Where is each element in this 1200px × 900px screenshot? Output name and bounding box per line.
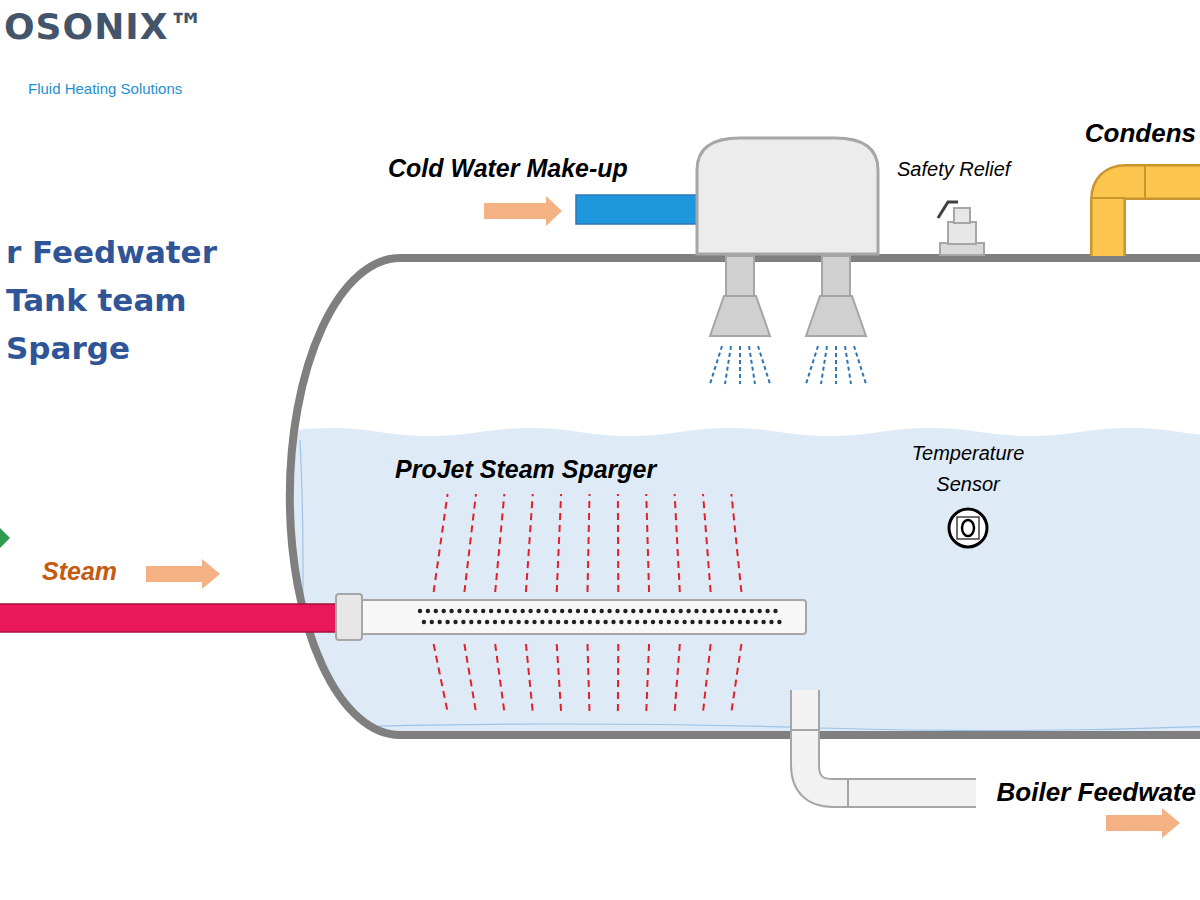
tank-shell	[290, 258, 1200, 735]
spray-nozzles	[710, 256, 866, 336]
water-body	[280, 428, 1200, 760]
sparger-holes	[418, 609, 782, 624]
callout-label: Condens	[1085, 118, 1196, 149]
condensate-pipe	[1108, 182, 1200, 256]
pipe-joint	[790, 730, 848, 808]
cold-water-pipe	[576, 195, 700, 224]
water-edge	[300, 440, 1200, 731]
safety-relief-valve	[938, 202, 984, 255]
flow-arrow	[1106, 808, 1180, 838]
callout-label: Safety Relief	[897, 158, 1010, 181]
sparger-coupling	[336, 594, 362, 640]
spray-dome	[697, 138, 878, 254]
callout-label: Boiler Feedwate	[997, 777, 1196, 808]
flow-arrow	[484, 196, 562, 226]
pipe-joint	[1091, 165, 1145, 199]
feedwater-outlet-pipe	[805, 690, 976, 793]
condensate-pipe	[1108, 182, 1200, 256]
sparger-tube	[358, 600, 806, 634]
callout-label: Steam	[42, 557, 117, 586]
logo-tagline: Fluid Heating Solutions	[28, 80, 182, 97]
callout-label: Temperature Sensor	[893, 438, 1043, 500]
water-spray	[710, 346, 866, 384]
diagram-title: r Feedwater Tank team Sparge	[6, 228, 296, 372]
temperature-sensor	[949, 509, 987, 547]
callout-label: Cold Water Make-up	[388, 154, 628, 183]
feedwater-outlet-pipe	[805, 690, 976, 793]
logo-text: OSONIX™	[4, 6, 205, 47]
callout-label: ProJet Steam Sparger	[395, 455, 656, 484]
steam-jets	[434, 494, 742, 712]
flow-arrow	[146, 559, 220, 589]
steam-valve	[0, 528, 10, 548]
steam-pipe	[0, 604, 337, 632]
